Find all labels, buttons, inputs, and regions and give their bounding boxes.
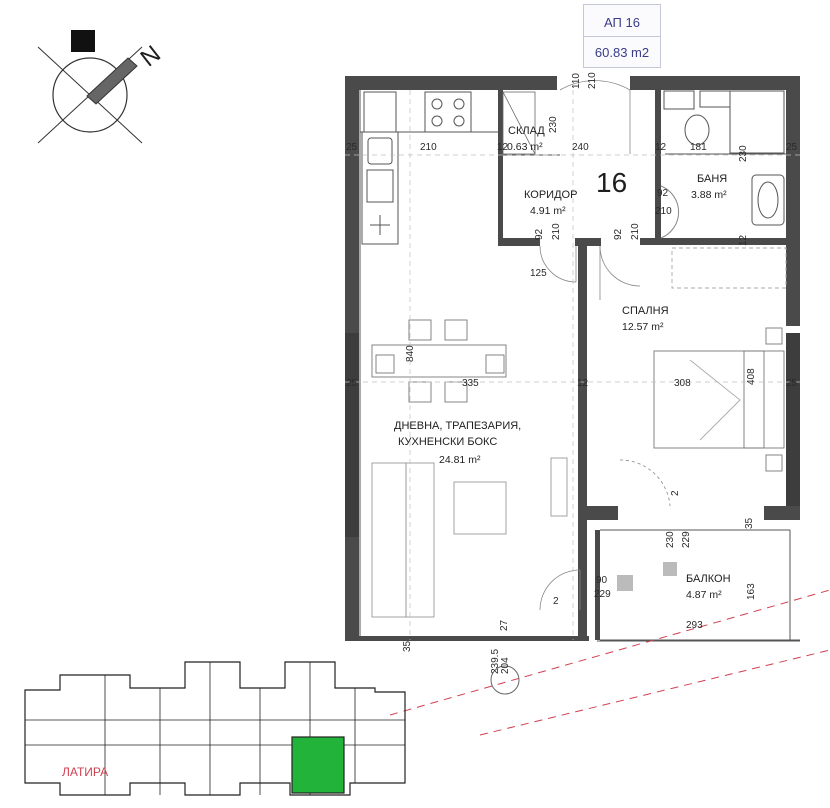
dim-label: 12	[738, 234, 749, 246]
dim-label: 25	[346, 378, 358, 389]
corridor-area: 4.91 m²	[530, 205, 566, 217]
key-plan	[24, 661, 406, 796]
dim-label: 90	[596, 575, 608, 586]
dim-label: 293	[686, 620, 703, 631]
dim-label: 110	[571, 73, 582, 89]
dim-label: 230	[548, 116, 559, 133]
dim-label: 2	[670, 490, 681, 496]
dim-label: 230	[738, 145, 749, 162]
dim-label: 239.5	[490, 649, 501, 674]
dim-label: 125	[530, 268, 547, 279]
dim-label: 240	[572, 142, 589, 153]
dim-label: 210	[630, 223, 641, 240]
dim-label: 230	[665, 531, 676, 548]
living-name-line2: КУХНЕНСКИ БОКС	[398, 436, 497, 448]
dim-label: 210	[420, 142, 437, 153]
bathroom-fixtures	[660, 90, 785, 239]
dim-label: 2	[553, 596, 559, 607]
dim-label: 25	[786, 142, 798, 153]
dim-label: 229	[594, 589, 611, 600]
living-area: 24.81 m²	[439, 454, 481, 466]
dim-label: 229	[681, 531, 692, 548]
section-cut-lines	[389, 589, 830, 736]
dim-label: 12	[497, 142, 509, 153]
key-plan-label: ЛАТИРА	[62, 765, 108, 779]
bathroom-name: БАНЯ	[697, 173, 727, 185]
living-name-line1: ДНЕВНА, ТРАПЕЗАРИЯ,	[394, 420, 521, 432]
dim-label: 840	[405, 345, 416, 362]
dim-label: 92	[657, 188, 669, 199]
dim-label: 210	[551, 223, 562, 240]
dim-label: 408	[746, 368, 757, 385]
walls	[345, 76, 800, 641]
plan-number: 16	[596, 167, 627, 198]
dim-label: 308	[674, 378, 691, 389]
dim-label: 12	[577, 378, 589, 389]
balcony-fixtures	[617, 562, 677, 591]
dim-label: 210	[587, 72, 598, 89]
bedroom-area: 12.57 m²	[622, 321, 664, 333]
logo-icon	[71, 30, 95, 52]
apartment-label-box: АП 16 60.83 m2	[583, 4, 661, 68]
corridor-name: КОРИДОР	[524, 189, 577, 201]
section-marker	[490, 665, 520, 695]
north-letter: N	[136, 40, 166, 72]
dim-label: 35	[744, 517, 755, 529]
dim-label: 210	[655, 206, 672, 217]
bed	[653, 247, 787, 472]
bedroom-name: СПАЛНЯ	[622, 305, 669, 317]
balcony-name: БАЛКОН	[686, 573, 731, 585]
bathroom-area: 3.88 m²	[691, 189, 727, 201]
balcony-area: 4.87 m²	[686, 589, 722, 601]
dim-label: 25	[786, 378, 798, 389]
dim-label: 92	[534, 228, 545, 240]
stove-icon	[366, 169, 394, 203]
interior-lines	[359, 90, 800, 642]
sink-icon	[367, 137, 393, 165]
dining-table	[371, 319, 507, 403]
dim-label: 163	[746, 583, 757, 600]
dim-label: 92	[613, 228, 624, 240]
dim-label: 35	[402, 640, 413, 652]
dim-label: 335	[462, 378, 479, 389]
toilet-icon	[684, 114, 710, 146]
dim-label: 204	[500, 657, 511, 674]
dim-label: 12	[655, 142, 667, 153]
apartment-label-divider	[584, 36, 660, 37]
storage-name: СКЛАД	[508, 125, 545, 137]
kitchen-fixtures	[361, 91, 472, 245]
apartment-number: АП 16	[604, 15, 640, 30]
washbasin-icon	[751, 174, 785, 226]
sofa	[371, 457, 568, 618]
dim-label: 25	[346, 142, 358, 153]
dim-label: 27	[499, 619, 510, 631]
storage-fixtures	[502, 80, 631, 155]
compass-icon: N	[37, 30, 166, 144]
dim-label: 181	[690, 142, 707, 153]
doors	[539, 245, 671, 611]
grid-lines	[345, 90, 800, 640]
apartment-area: 60.83 m2	[594, 45, 650, 60]
key-plan-highlight	[291, 736, 345, 794]
storage-area: 0.63 m²	[507, 141, 543, 153]
